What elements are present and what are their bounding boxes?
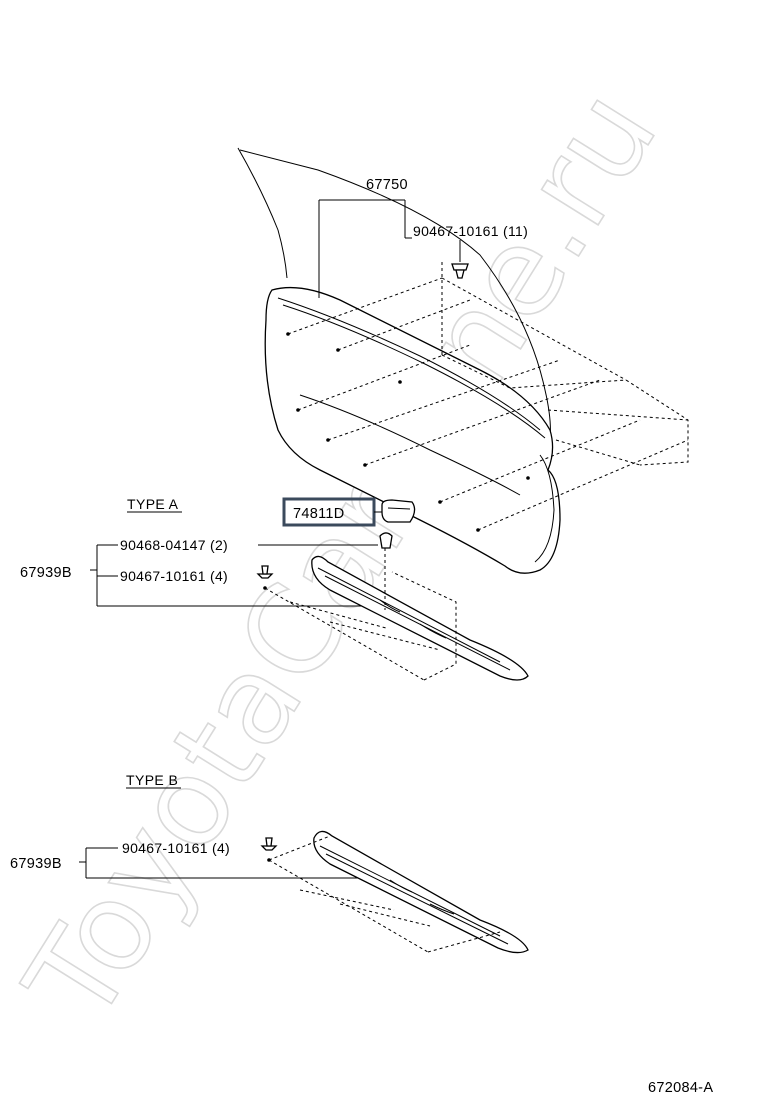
part-number-clip-top: 90467-10161 (11) (413, 223, 528, 239)
garnish-type-a (311, 555, 529, 681)
type-b-label: TYPE B (126, 772, 178, 788)
type-a-label: TYPE A (127, 496, 179, 512)
part-number-74811D: 74811D (293, 506, 345, 522)
type-a-group-number: 67939B (20, 565, 72, 581)
clip-guide-lines (286, 277, 689, 532)
type-a-clip1-number: 90468-04147 (2) (120, 537, 228, 553)
type-a-clip2-number: 90467-10161 (4) (120, 568, 228, 584)
type-b-clip-number: 90467-10161 (4) (122, 840, 230, 856)
clip-icon (379, 532, 393, 549)
drawing-number: 672084-A (648, 1080, 713, 1096)
garnish-type-b (313, 830, 529, 954)
type-b-group-number: 67939B (10, 856, 62, 872)
type-a-section: TYPE A 67939B 90468-04147 (2) 90467-1016… (20, 496, 529, 681)
clip-icon (260, 837, 278, 862)
lamp-icon (381, 499, 416, 523)
panel-callout: 67750 90467-10161 (11) (318, 177, 528, 298)
type-b-section: TYPE B 67939B 90467-10161 (4) (10, 772, 529, 954)
back-door-trim-panel (237, 147, 689, 574)
part-number-67750: 67750 (366, 177, 408, 193)
lamp-callout[interactable]: 74811D (282, 497, 416, 527)
clip-icon (451, 263, 469, 279)
